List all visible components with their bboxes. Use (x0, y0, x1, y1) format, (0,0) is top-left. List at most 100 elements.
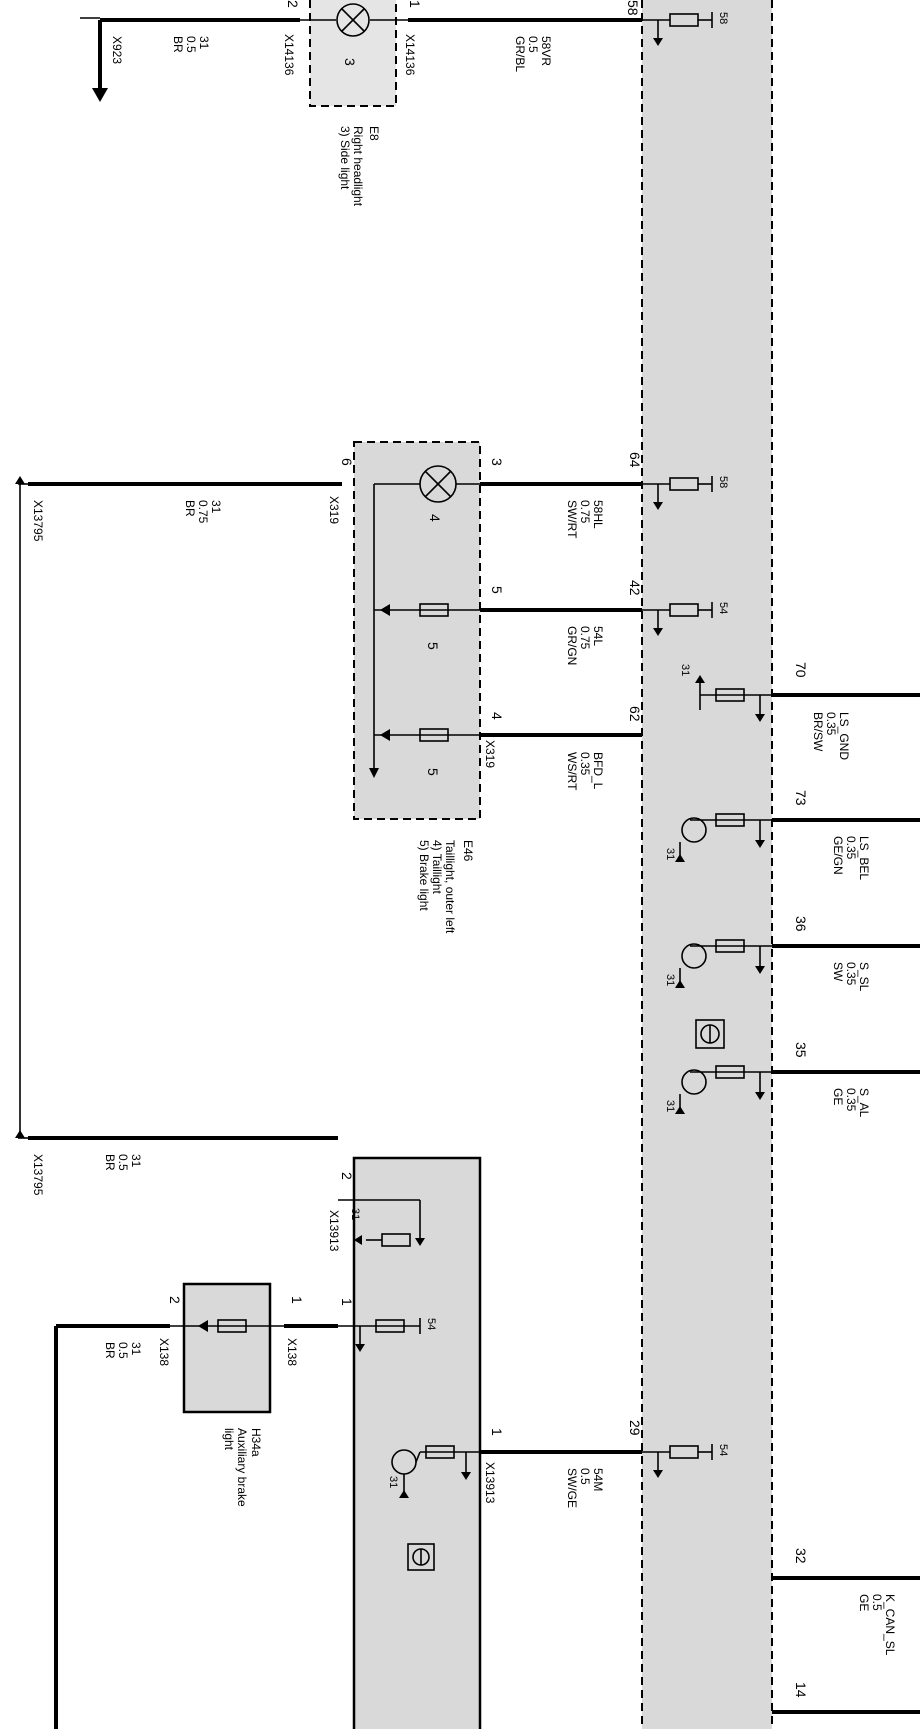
transistor-icon (681, 817, 707, 843)
svg-text:S_AL: S_AL (857, 1088, 871, 1118)
svg-text:1: 1 (339, 1298, 355, 1306)
svg-text:0.5: 0.5 (870, 1594, 884, 1611)
control-module (641, 0, 773, 1729)
svg-text:6: 6 (339, 458, 355, 466)
svg-text:BR: BR (183, 500, 197, 517)
svg-text:58VR: 58VR (539, 36, 553, 66)
svg-text:54: 54 (717, 602, 729, 614)
svg-text:0.5: 0.5 (116, 1342, 130, 1359)
svg-text:0.35: 0.35 (824, 712, 838, 736)
svg-text:4: 4 (489, 712, 505, 720)
svg-text:2: 2 (339, 1172, 355, 1180)
svg-text:X138: X138 (285, 1338, 299, 1366)
bulb-number: 3 (342, 58, 358, 66)
svg-text:light: light (222, 1428, 236, 1451)
svg-text:Taillight, outer left: Taillight, outer left (443, 840, 457, 934)
svg-text:73: 73 (793, 790, 809, 806)
pin-label: 1 (407, 0, 423, 8)
wire-s-al: S_AL 0.35 GE 35 31 (664, 1042, 920, 1118)
svg-text:BR: BR (103, 1154, 117, 1171)
svg-text:X13795: X13795 (31, 500, 45, 542)
svg-text:31: 31 (387, 1476, 399, 1488)
svg-text:0.5: 0.5 (184, 36, 198, 53)
svg-text:5: 5 (425, 642, 441, 650)
svg-text:54M: 54M (591, 1468, 605, 1491)
connector-label: X14136 (282, 34, 296, 76)
wire-tail-31: X13795 31 0.75 BR (15, 476, 342, 1138)
diagnostic-symbol-icon (695, 1019, 725, 1049)
svg-text:31: 31 (664, 1100, 676, 1112)
svg-text:70: 70 (793, 662, 809, 678)
transistor-icon (681, 1069, 707, 1095)
wire-pin-14: 14 (772, 1682, 920, 1714)
component-h34a-aux-brake-light: 2 1 X138 X138 H34a Auxiliary brake light (157, 1282, 305, 1507)
led-icon (217, 1319, 247, 1333)
svg-text:BFD_L: BFD_L (591, 752, 605, 790)
svg-text:35: 35 (793, 1042, 809, 1058)
svg-text:31: 31 (664, 974, 676, 986)
svg-text:0.35: 0.35 (578, 752, 592, 776)
svg-text:SW: SW (831, 962, 845, 982)
pin-label: 2 (285, 0, 301, 8)
brake-led-icon (419, 728, 449, 742)
svg-text:0.35: 0.35 (844, 1088, 858, 1112)
svg-text:31: 31 (129, 1154, 143, 1168)
svg-text:BR/SW: BR/SW (811, 712, 825, 752)
svg-text:1: 1 (489, 1428, 505, 1436)
wire-x923-31: X923 31 0.5 BR (80, 17, 300, 102)
svg-text:2: 2 (167, 1296, 183, 1304)
svg-text:4) Taillight: 4) Taillight (430, 840, 444, 894)
svg-text:SW/GE: SW/GE (565, 1468, 579, 1508)
wire-k-can-sl: K_CAN_SL 0.5 GE 32 (772, 1548, 920, 1656)
module-x13913: 31 54 31 2 1 1 X13913 X13913 (327, 1156, 505, 1729)
wire-ls-bel: LS_BEL 0.35 GE/GN 73 31 (664, 790, 920, 880)
svg-text:BR: BR (103, 1342, 117, 1359)
svg-text:58: 58 (625, 0, 641, 16)
svg-text:31: 31 (679, 664, 691, 676)
wire-58hl: 58HL 0.75 SW/RT 64 (480, 452, 643, 539)
svg-text:GE/GN: GE/GN (831, 836, 845, 875)
connector-label: X14136 (403, 34, 417, 76)
svg-text:58HL: 58HL (591, 500, 605, 529)
svg-text:1: 1 (289, 1296, 305, 1304)
bulb-side-light-icon (336, 3, 370, 37)
svg-text:GR/GN: GR/GN (565, 626, 579, 665)
component-id: E8 (367, 126, 381, 141)
svg-text:54: 54 (425, 1318, 437, 1330)
svg-text:BR: BR (171, 36, 185, 53)
svg-text:WS/RT: WS/RT (565, 752, 579, 791)
svg-text:58: 58 (717, 12, 729, 24)
internal-54-supply-lower: 54 (642, 1444, 729, 1478)
svg-text:GR/BL: GR/BL (513, 36, 527, 72)
internal-58-supply-top: 58 (642, 12, 729, 46)
svg-text:X13913: X13913 (483, 1462, 497, 1504)
svg-text:5: 5 (425, 768, 441, 776)
svg-text:31: 31 (664, 848, 676, 860)
wire-gnd-x13795: X13795 31 0.5 BR (15, 1130, 338, 1196)
svg-text:SW/RT: SW/RT (565, 500, 579, 539)
svg-text:54L: 54L (591, 626, 605, 646)
svg-text:36: 36 (793, 916, 809, 932)
wire-ls-gnd: LS_GND 0.35 BR/SW 70 31 (679, 662, 920, 760)
wire-h34a-31: 31 0.5 BR (54, 1324, 170, 1729)
svg-text:0.75: 0.75 (196, 500, 210, 524)
svg-text:29: 29 (627, 1420, 643, 1436)
diagnostic-symbol-icon (407, 1543, 435, 1571)
svg-text:H34a: H34a (249, 1428, 263, 1457)
svg-text:64: 64 (627, 452, 643, 468)
svg-text:0.75: 0.75 (578, 626, 592, 650)
component-e8-right-headlight: 3 2 1 X14136 X14136 E8 Right headlight 3… (282, 0, 423, 207)
transistor-icon (681, 943, 707, 969)
svg-text:GE: GE (857, 1594, 871, 1611)
svg-text:4: 4 (427, 514, 443, 522)
svg-text:X319: X319 (327, 496, 341, 524)
svg-text:58: 58 (717, 476, 729, 488)
svg-text:32: 32 (793, 1548, 809, 1564)
component-e46-taillight: 4 5 5 6 3 5 4 X319 X319 E46 Taillight, o… (327, 441, 505, 934)
svg-text:X13913: X13913 (327, 1210, 341, 1252)
wire-58vr: 58VR 0.5 GR/BL 58 (408, 0, 642, 72)
svg-text:0.5: 0.5 (116, 1154, 130, 1171)
internal-54-supply: 54 (642, 602, 729, 636)
svg-text:42: 42 (627, 580, 643, 596)
